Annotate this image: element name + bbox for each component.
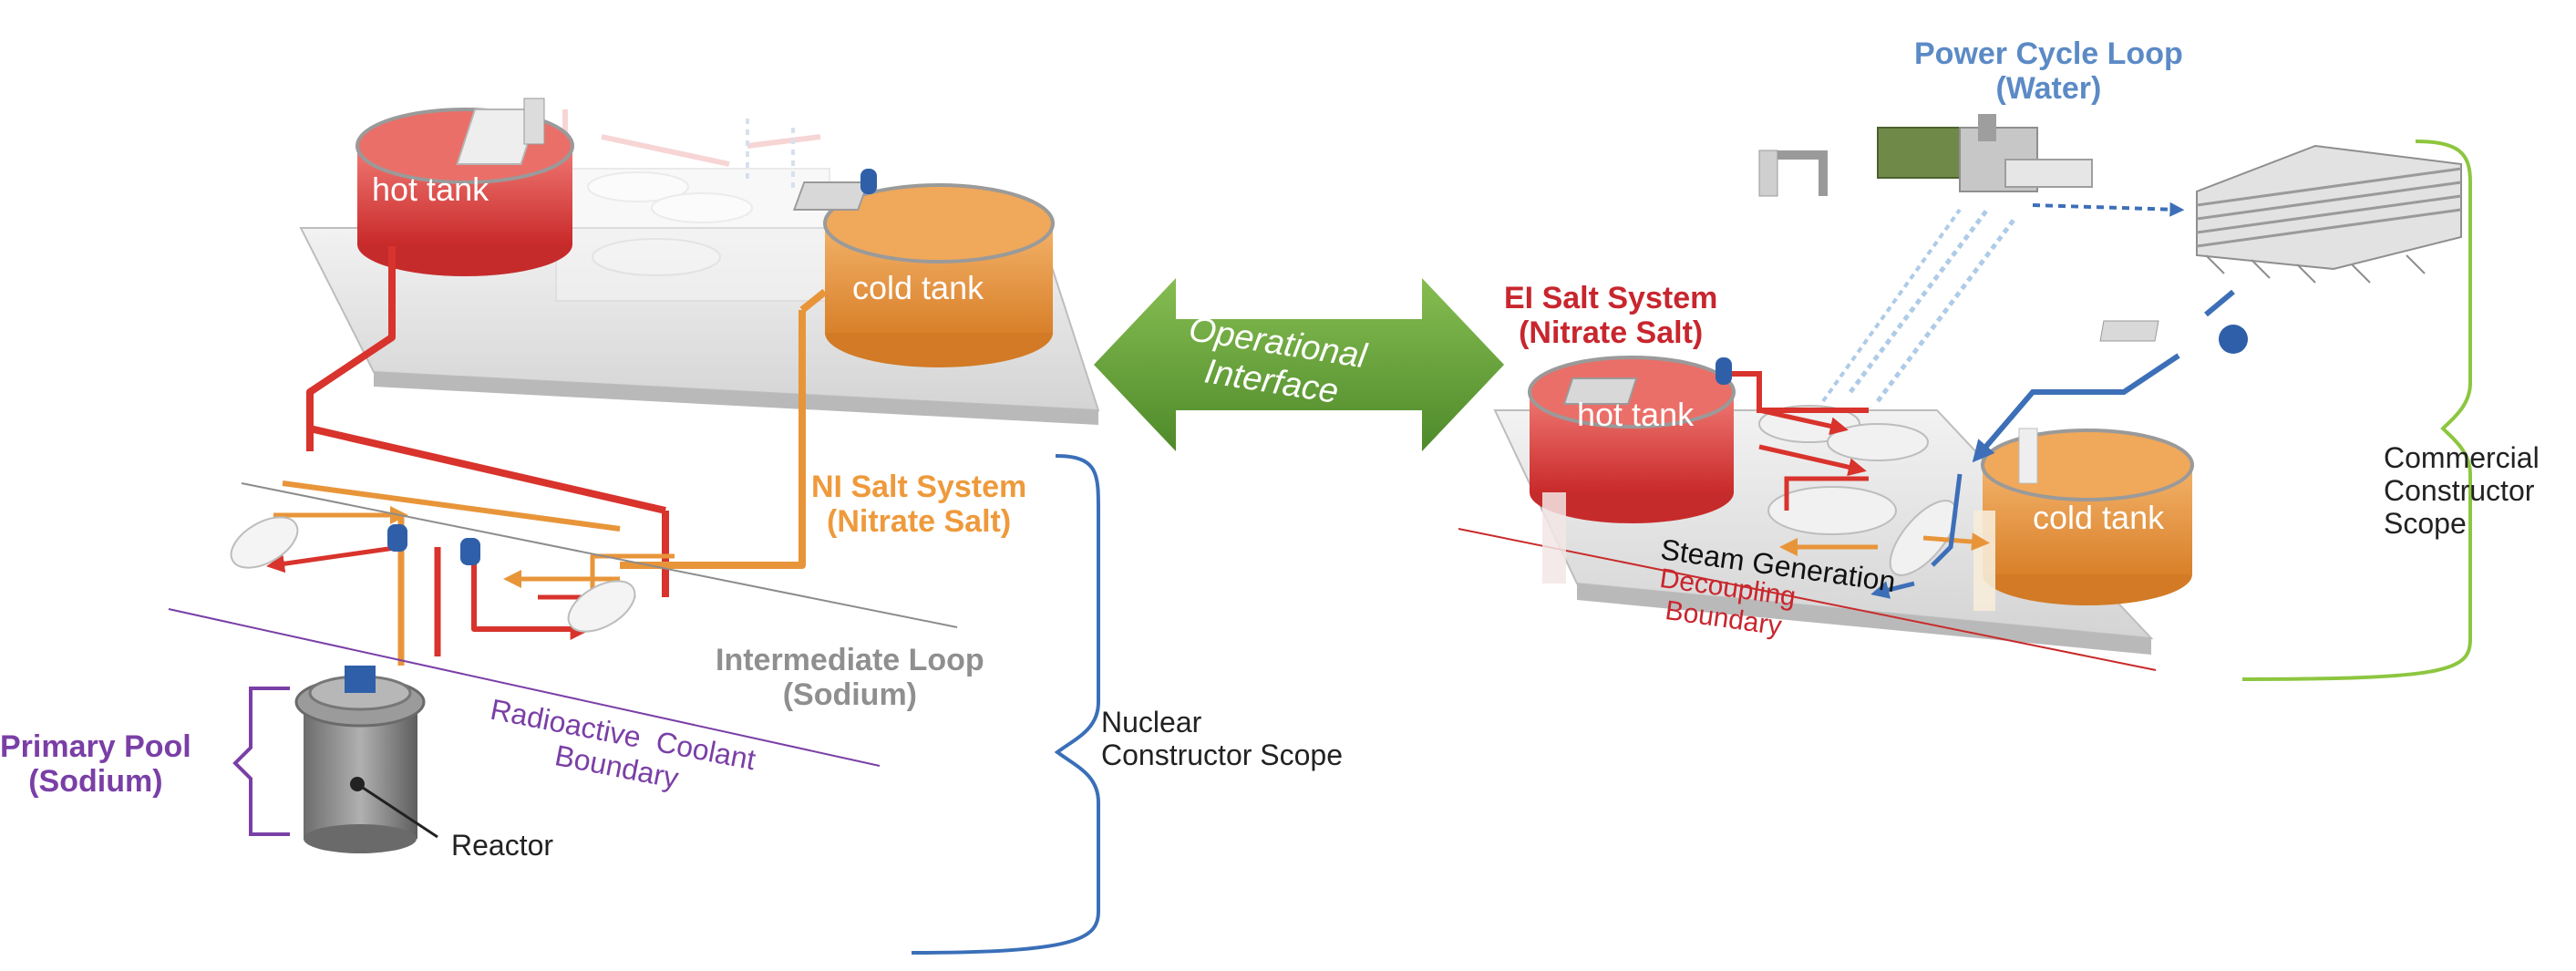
turbine-generator — [1758, 114, 2093, 197]
primary-pool-bracket — [232, 687, 290, 836]
left-sodium-components — [230, 516, 636, 633]
right-salt-piping — [1732, 371, 1990, 556]
commercial-scope-bracket — [2241, 139, 2472, 681]
reactor-label: Reactor — [451, 829, 554, 862]
power-cycle-piping — [1821, 201, 2235, 599]
ei-salt-system-label: EI Salt System (Nitrate Salt) — [1504, 281, 1718, 351]
intermediate-loop-label: Intermediate Loop (Sodium) — [716, 643, 984, 713]
ni-salt-system-label: NI Salt System (Nitrate Salt) — [811, 470, 1027, 540]
cooling-structure — [2196, 144, 2462, 284]
intermediate-boundary-line — [241, 482, 958, 628]
right-hot-tank-label: hot tank — [1577, 396, 1695, 433]
condensate-pump — [2099, 320, 2248, 354]
reactor-vessel — [294, 666, 438, 853]
right-cold-tank-label: cold tank — [2033, 499, 2165, 536]
operational-interface-arrow — [1094, 278, 1504, 451]
left-salt-piping — [266, 246, 828, 666]
left-pad-equipment — [555, 109, 830, 302]
power-cycle-loop-label: Power Cycle Loop (Water) — [1914, 36, 2183, 107]
commercial-scope-label: Commercial Constructor Scope — [2384, 441, 2540, 540]
nuclear-scope-bracket — [911, 454, 1100, 955]
left-cold-tank — [792, 169, 1055, 367]
left-cold-tank-label: cold tank — [852, 269, 984, 306]
decoupling-boundary-line — [1458, 528, 2157, 671]
left-hot-tank-label: hot tank — [372, 170, 489, 208]
right-hot-tank — [1528, 356, 1736, 584]
nuclear-scope-label: Nuclear Constructor Scope — [1101, 706, 1344, 771]
radioactive-boundary-line — [168, 608, 881, 767]
left-hot-tank — [355, 98, 574, 276]
primary-pool-label: Primary Pool (Sodium) — [0, 729, 191, 800]
right-cold-tank — [1973, 428, 2194, 611]
